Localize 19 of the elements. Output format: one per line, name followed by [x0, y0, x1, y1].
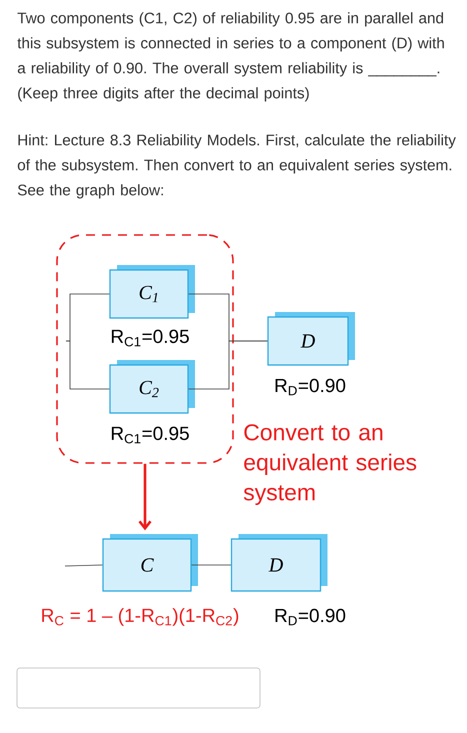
paragraph: Hint: Lecture 8.3 Reliability Models. First, calculate the reliability of the subsystem. Then convert to an equivalent series system. See the graph below: — [18, 134, 456, 198]
connector-line — [188, 340, 268, 390]
paragraph: Two components (C1, C2) of reliability 0.95 are in parallel and this subsystem is connected in series to a component (D) with a reliability of 0.90. The overall system reliability is ________. (Keep three digits after the decimal points) — [17, 12, 444, 102]
reliability-label: R$_{C1}$=0.95 — [112, 330, 189, 346]
connector-line — [138, 464, 152, 530]
connector-line — [64, 564, 103, 566]
dashed-group-box — [56, 234, 234, 464]
component-box: D — [230, 534, 328, 592]
reliability-label: R$_{D}$=0.90 — [276, 378, 346, 396]
reliability-label: R$_{D}$=0.90 — [276, 608, 346, 626]
component-box: C$_{1}$ — [109, 265, 195, 319]
reliability-label: R$_{C}$ = 1 – (1-R$_{C1}$)(1-R$_{C2}$) — [42, 608, 238, 626]
reliability-label: R$_{C1}$=0.95 — [112, 426, 189, 444]
component-box: D — [267, 312, 355, 366]
connector-line — [191, 564, 232, 566]
component-box: C — [102, 534, 198, 592]
connector-line — [66, 340, 110, 390]
component-box: C$_{2}$ — [109, 360, 195, 414]
edge-label: Convert to an equivalent series system — [244, 424, 416, 506]
